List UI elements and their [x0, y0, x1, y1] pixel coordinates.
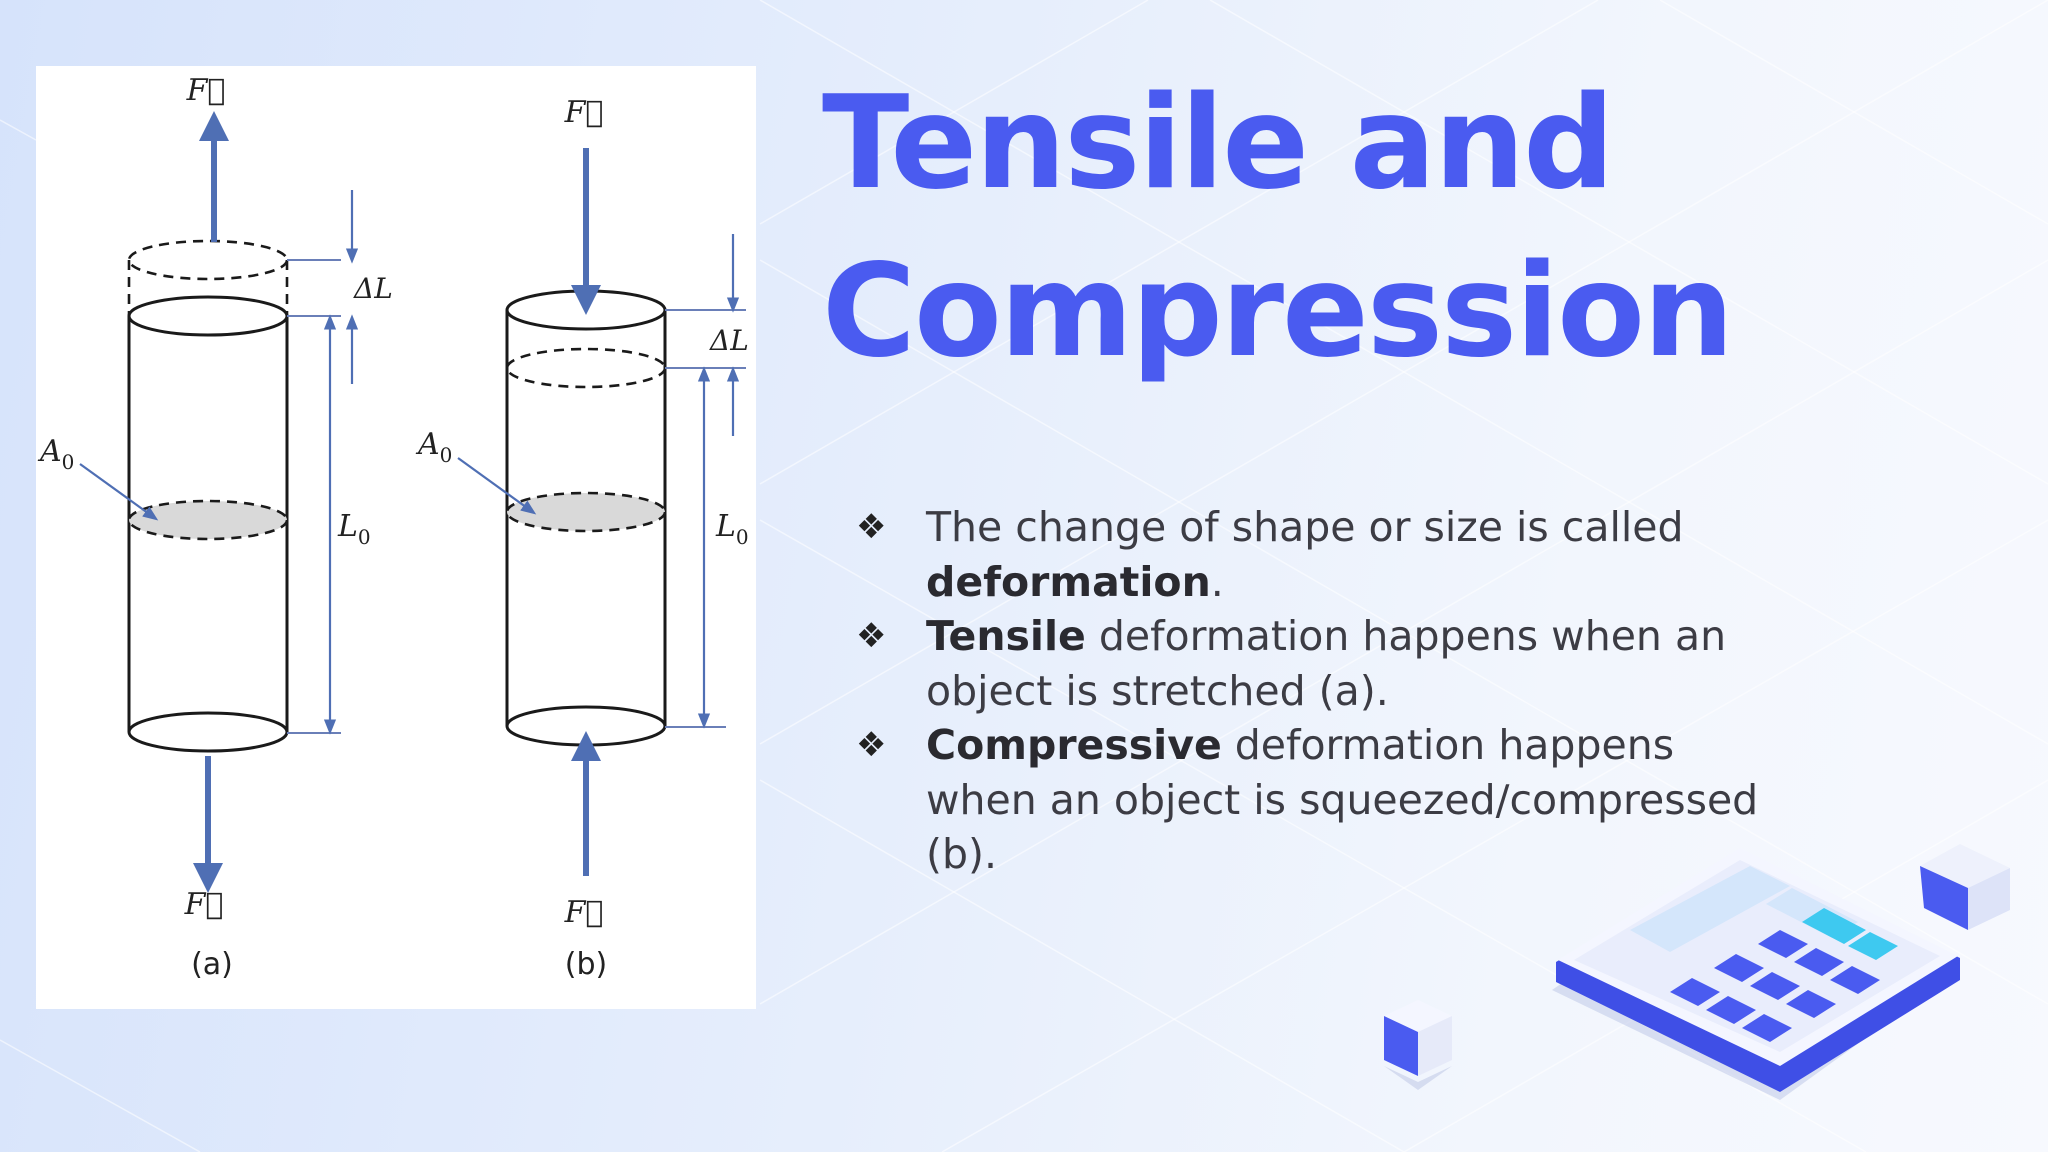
panel-b-cylinder: [505, 289, 667, 747]
deformation-figure: F⃗ F⃗ ΔL L0 A0 (a) F⃗ F⃗ ΔL L0: [36, 66, 756, 1009]
bullet-text-pre: The change of shape or size is called: [926, 503, 1684, 551]
panel-a-delta-label: ΔL: [353, 272, 393, 305]
bullet-item: ❖ Tensile deformation happens when an obj…: [856, 609, 1776, 718]
bullet-text-bold: Tensile: [926, 612, 1086, 660]
panel-b-caption: (b): [565, 947, 607, 982]
panel-b-force-top-label: F⃗: [564, 95, 604, 130]
bullet-text-post: .: [1210, 557, 1224, 606]
panel-b-area-pointer: [457, 457, 537, 515]
panel-a-caption: (a): [191, 947, 233, 982]
panel-a-area-label: A0: [37, 434, 74, 474]
bullet-item: ❖ Compressive deformation happens when an…: [856, 718, 1776, 882]
bullet-item: ❖ The change of shape or size is called d…: [856, 500, 1776, 609]
panel-b-force-bottom-label: F⃗: [564, 895, 604, 930]
panel-a-cylinder: [127, 239, 289, 753]
panel-a-force-top-label: F⃗: [186, 73, 226, 108]
bullet-text-bold: Compressive: [926, 721, 1222, 769]
panel-b-length-label: L0: [715, 509, 749, 549]
bullet-text-post: deformation happens when an object is st…: [926, 612, 1727, 715]
slide-title: Tensile and Compression: [822, 69, 1734, 386]
cube-decoration-icon: [1384, 1000, 1452, 1090]
panel-b-area-label: A0: [415, 427, 452, 467]
panel-b-delta-label: ΔL: [709, 324, 749, 357]
panel-a-length-label: L0: [337, 509, 371, 549]
four-diamond-bullet-icon: ❖: [856, 725, 887, 765]
bullet-text-post: deformation happens when an object is sq…: [926, 721, 1759, 878]
cube-decoration-icon: [1920, 844, 2010, 930]
panel-a-force-bottom-label: F⃗: [184, 887, 224, 922]
bullet-list: ❖ The change of shape or size is called d…: [856, 500, 1776, 882]
bullet-text-bold: deformation: [926, 557, 1211, 606]
four-diamond-bullet-icon: ❖: [856, 507, 887, 547]
calculator-icon: [1552, 848, 1960, 1100]
four-diamond-bullet-icon: ❖: [856, 616, 887, 656]
panel-a-area-pointer: [79, 463, 159, 521]
